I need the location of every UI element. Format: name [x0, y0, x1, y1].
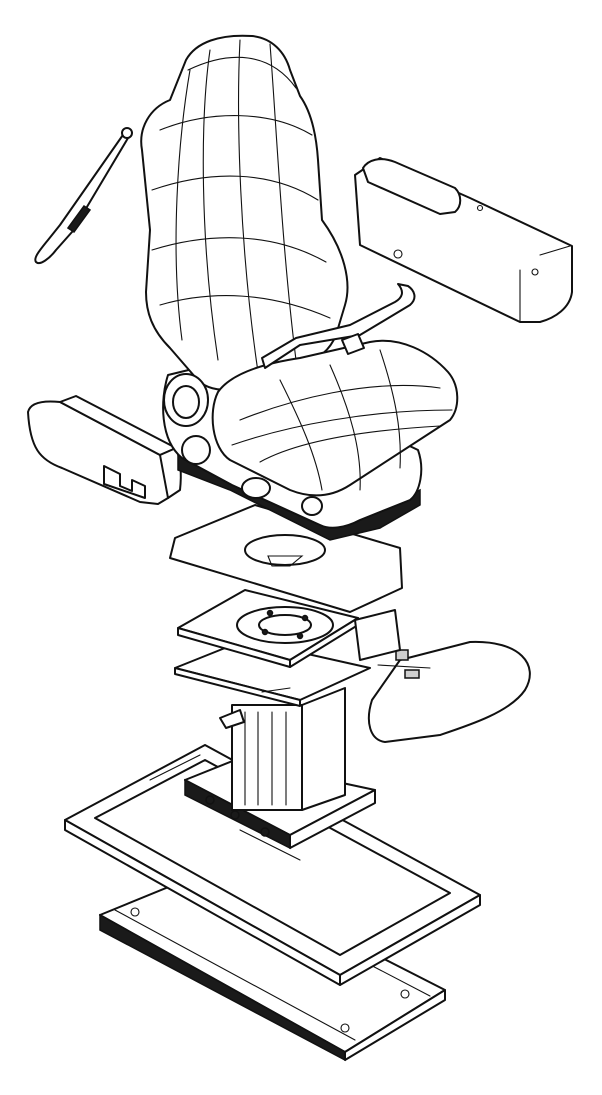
pedestal-top-plate: [174, 639, 371, 707]
armrest-right: [354, 157, 573, 323]
seat-belt-buckle: [34, 127, 133, 264]
swivel-plate: [177, 589, 401, 693]
side-tray: [367, 640, 531, 743]
lap-belt: [261, 283, 416, 369]
armrest-left: [27, 395, 182, 505]
base-frame: [64, 744, 481, 986]
pedestal-column: [184, 687, 376, 850]
seat: [140, 34, 459, 541]
